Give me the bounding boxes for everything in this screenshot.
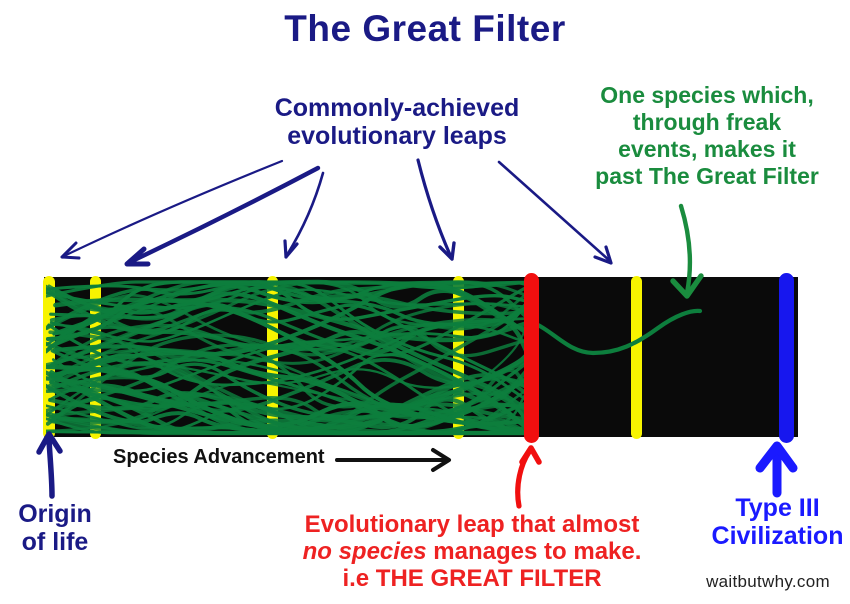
leap-arrow-4-head-icon xyxy=(438,241,456,261)
species-path xyxy=(49,302,531,391)
surviving-species-path xyxy=(528,308,703,356)
surviving-species-arrow-head-icon xyxy=(670,273,704,299)
great-filter-caption-line2: no species manages to make. xyxy=(288,538,656,565)
species-path xyxy=(46,382,532,425)
species-paths-tangle xyxy=(46,279,532,436)
leap-arrow-5 xyxy=(497,160,612,263)
one-species-label: One species which, through freak events,… xyxy=(595,82,819,189)
common-leaps-label: Commonly-achieved evolutionary leaps xyxy=(274,94,520,150)
species-path xyxy=(48,366,531,436)
type3-arrow xyxy=(755,441,798,498)
origin-of-life-label: Origin of life xyxy=(18,500,92,556)
leap-bar-5 xyxy=(631,276,642,439)
species-path xyxy=(49,288,531,343)
species-path xyxy=(46,321,531,432)
species-advancement-label: Species Advancement xyxy=(113,446,325,468)
species-path xyxy=(46,280,531,346)
origin-of-life-arrow xyxy=(36,431,63,499)
leap-arrow-2 xyxy=(127,165,321,265)
great-filter-bar xyxy=(524,273,539,443)
type3-civilization-label: Type III Civilization xyxy=(711,494,844,550)
leap-bar-4 xyxy=(453,276,464,439)
species-path xyxy=(46,347,531,435)
type3-civilization-bar xyxy=(779,273,794,443)
species-path xyxy=(51,317,531,422)
great-filter-caption-line3: i.e THE GREAT FILTER xyxy=(342,565,602,592)
species-path xyxy=(48,365,532,432)
leap-arrow-4 xyxy=(416,158,453,259)
leap-arrow-3 xyxy=(285,171,325,257)
surviving-species-arrow xyxy=(670,203,704,299)
leap-arrow-3-head-icon xyxy=(283,239,299,259)
great-filter-caption-line2-rest: manages to make. xyxy=(426,538,642,565)
watermark: waitbutwhy.com xyxy=(706,572,830,591)
great-filter-arrow-head-icon xyxy=(519,445,542,465)
type3-arrow-head-icon xyxy=(755,441,798,473)
leap-arrow-1 xyxy=(62,159,284,258)
great-filter-arrow xyxy=(515,445,542,509)
species-advancement-arrow xyxy=(335,448,451,472)
leap-arrow-5-head-icon xyxy=(593,245,613,265)
species-path xyxy=(53,281,531,335)
species-advancement-arrow-head-icon xyxy=(431,448,451,472)
no-species-italic: no species xyxy=(302,538,427,565)
species-path xyxy=(46,280,531,298)
great-filter-caption: Evolutionary leap that almost no species… xyxy=(288,511,656,592)
leap-arrow-1-head-icon xyxy=(60,241,81,260)
common-leaps-arrows xyxy=(60,158,613,267)
page-title: The Great Filter xyxy=(284,8,566,49)
species-path xyxy=(46,358,531,413)
species-path xyxy=(46,280,531,330)
origin-arrow-head-icon xyxy=(36,431,63,455)
species-path xyxy=(49,279,527,429)
leap-arrow-2-head-icon xyxy=(124,246,151,267)
great-filter-caption-line1: Evolutionary leap that almost xyxy=(304,511,640,538)
species-path xyxy=(46,426,531,435)
species-path xyxy=(46,364,532,429)
